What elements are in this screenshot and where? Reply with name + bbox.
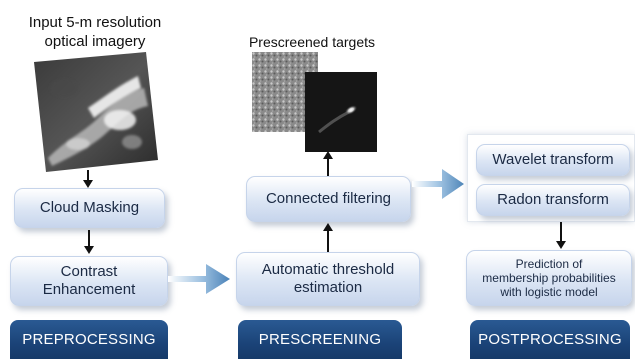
stage-postprocessing: POSTPROCESSING <box>470 320 630 359</box>
automatic-threshold-box: Automatic threshold estimation <box>236 252 420 306</box>
pred-line2: membership probabilities <box>482 271 616 285</box>
cloud-masking-box: Cloud Masking <box>14 188 165 228</box>
arrow-threshold-to-filter-line <box>327 230 329 252</box>
wavelet-transform-box: Wavelet transform <box>476 144 630 176</box>
contrast-enhancement-box: Contrast Enhancement <box>10 256 168 306</box>
auto-line2: estimation <box>293 279 363 296</box>
arrow-filter-to-targets-line <box>327 158 329 176</box>
arrow-cloud-to-contrast-head <box>84 246 94 254</box>
contrast-line2: Enhancement <box>42 281 136 298</box>
pred-line3: with logistic model <box>500 285 598 299</box>
arrow-threshold-to-filter-head <box>323 223 333 231</box>
connected-filtering-box: Connected filtering <box>246 176 411 222</box>
flow-arrow-preprocessing-to-prescreening <box>168 264 230 294</box>
stage-preprocessing: PREPROCESSING <box>10 320 168 359</box>
pred-line1: Prediction of <box>515 257 583 271</box>
arrow-image-to-cloud-head <box>83 180 93 188</box>
prescreened-targets-caption: Prescreened targets <box>248 34 376 50</box>
input-caption-line2: optical imagery <box>44 33 146 50</box>
input-caption-line1: Input 5-m resolution <box>28 14 162 31</box>
satellite-image <box>34 52 158 172</box>
stage-prescreening: PRESCREENING <box>238 320 402 359</box>
arrow-cloud-to-contrast-line <box>88 230 90 247</box>
radon-transform-box: Radon transform <box>476 184 630 216</box>
arrow-transform-to-prediction-head <box>556 241 566 249</box>
input-imagery-caption: Input 5-m resolution optical imagery <box>10 13 180 51</box>
target-thumbnail-dark <box>305 72 377 152</box>
arrow-image-to-cloud-line <box>87 170 89 180</box>
logistic-prediction-box: Prediction of membership probabilities w… <box>466 250 632 306</box>
arrow-transform-to-prediction-line <box>560 222 562 242</box>
auto-line1: Automatic threshold <box>261 261 395 278</box>
arrow-filter-to-targets-head <box>323 151 333 159</box>
contrast-line1: Contrast <box>60 263 118 280</box>
flow-arrow-prescreening-to-postprocessing <box>412 169 464 199</box>
